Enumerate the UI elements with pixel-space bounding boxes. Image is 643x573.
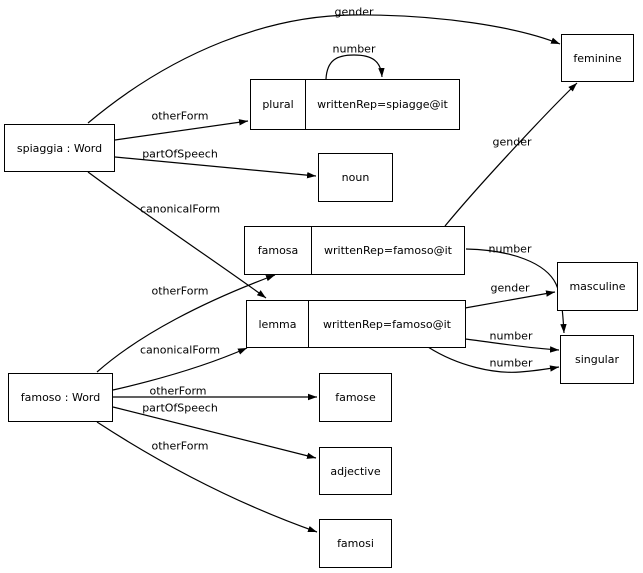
edge-spiaggia-lemma-canonicalform: [87, 171, 267, 299]
edge-label-otherform-famoso-famosi: otherForm: [151, 439, 209, 453]
form-name-cell: famosa: [245, 227, 312, 274]
edge-label-canonicalform-famoso-lemma: canonicalForm: [139, 343, 221, 357]
edge-label-otherform-spiaggia-plural: otherForm: [151, 109, 209, 123]
node-plural-form: plural writtenRep=spiagge@it: [250, 79, 460, 130]
edge-famosa-singular-number: [465, 248, 567, 334]
edge-label-partofspeech-spiaggia-noun: partOfSpeech: [142, 147, 218, 161]
node-famosa-form: famosa writtenRep=famoso@it: [244, 226, 465, 275]
edge-spiaggia-noun-partofspeech: [114, 156, 317, 179]
edge-label-number-plural-self: number: [332, 42, 376, 56]
edge-famoso-famosi-otherform: [96, 421, 318, 533]
edge-label-gender-famosa-feminine: gender: [492, 135, 532, 149]
edge-famoso-adjective-partofspeech: [112, 406, 317, 459]
form-name-cell: plural: [251, 80, 306, 129]
node-famose: famose: [319, 373, 392, 422]
node-lemma-form: lemma writtenRep=famoso@it: [246, 300, 466, 348]
edge-spiaggia-plural-otherform: [114, 119, 249, 141]
edge-plural-self-number: [325, 54, 385, 80]
edge-lemma-singular-number-2: [427, 346, 560, 373]
edge-famoso-famosa-otherform: [96, 274, 276, 373]
edge-famosa-feminine-gender: [444, 82, 578, 227]
node-adjective: adjective: [319, 447, 392, 495]
node-spiaggia-word: spiaggia : Word: [4, 124, 115, 172]
node-noun: noun: [318, 153, 393, 202]
edge-label-gender-spiaggia-feminine: gender: [334, 5, 374, 19]
edge-lemma-masculine-gender: [464, 290, 556, 309]
edge-label-number-lemma-singular-1: number: [489, 329, 533, 343]
edge-label-otherform-famoso-famose: otherForm: [149, 384, 207, 398]
edge-spiaggia-feminine-gender: [87, 14, 561, 124]
node-feminine: feminine: [561, 34, 634, 82]
form-name-cell: lemma: [247, 301, 309, 347]
node-famosi: famosi: [319, 519, 392, 568]
edge-label-number-famosa-singular: number: [488, 242, 532, 256]
edge-label-gender-lemma-masculine: gender: [490, 281, 530, 295]
written-rep-cell: writtenRep=spiagge@it: [317, 98, 448, 111]
edge-lemma-singular-number-1: [464, 338, 560, 353]
edge-label-partofspeech-famoso-adjective: partOfSpeech: [142, 401, 218, 415]
edge-label-number-lemma-singular-2: number: [489, 356, 533, 370]
node-masculine: masculine: [557, 262, 638, 311]
edge-label-otherform-famoso-famosa: otherForm: [151, 284, 209, 298]
written-rep-cell: writtenRep=famoso@it: [323, 317, 451, 331]
node-famoso-word: famoso : Word: [8, 373, 113, 422]
edge-famoso-lemma-canonicalform: [112, 347, 248, 391]
node-singular: singular: [560, 335, 634, 384]
edge-label-canonicalform-spiaggia-lemma: canonicalForm: [139, 202, 221, 216]
written-rep-cell: writtenRep=famoso@it: [324, 244, 452, 257]
